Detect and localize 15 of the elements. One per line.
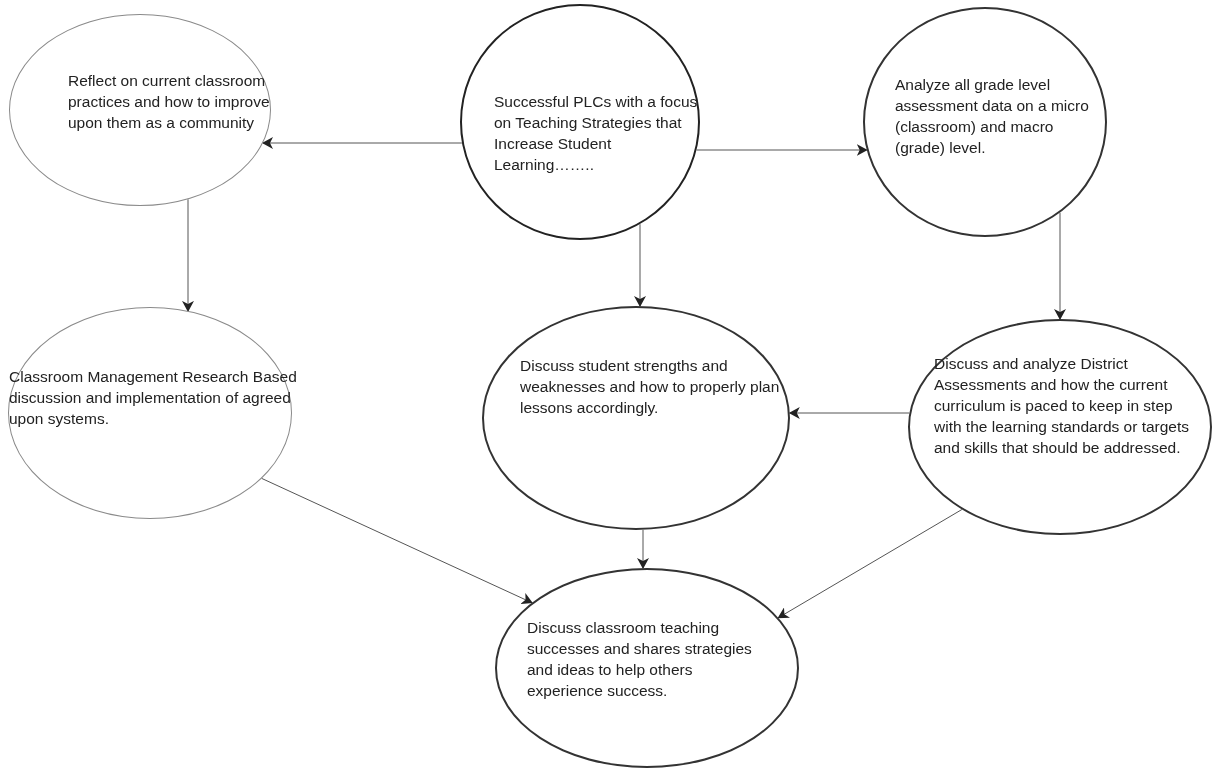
node-text: Discuss classroom teaching successes and shares strategies and ideas to help others experience success.: [527, 618, 753, 701]
node-text: Reflect on current classroom practices and how to improve upon them as a community: [68, 71, 271, 133]
arrow: [261, 477, 533, 604]
arrow: [777, 509, 963, 619]
arrow: [182, 198, 194, 312]
arrow: [788, 407, 910, 419]
arrow: [1054, 212, 1066, 320]
arrow: [262, 137, 463, 149]
arrow: [634, 223, 646, 307]
node-text: Successful PLCs with a focus on Teaching Strategies that Increase Student Learning……..: [494, 92, 699, 175]
node-text: Analyze all grade level assessment data on a micro (classroom) and macro (grade) level.: [895, 75, 1090, 158]
node-text: Classroom Management Research Based discussion and implementation of agreed upon systems.: [9, 367, 298, 429]
arrow: [637, 529, 649, 569]
arrow: [696, 144, 868, 156]
node-text: Discuss student strengths and weaknesses and how to properly plan lessons accordingly.: [520, 356, 781, 418]
